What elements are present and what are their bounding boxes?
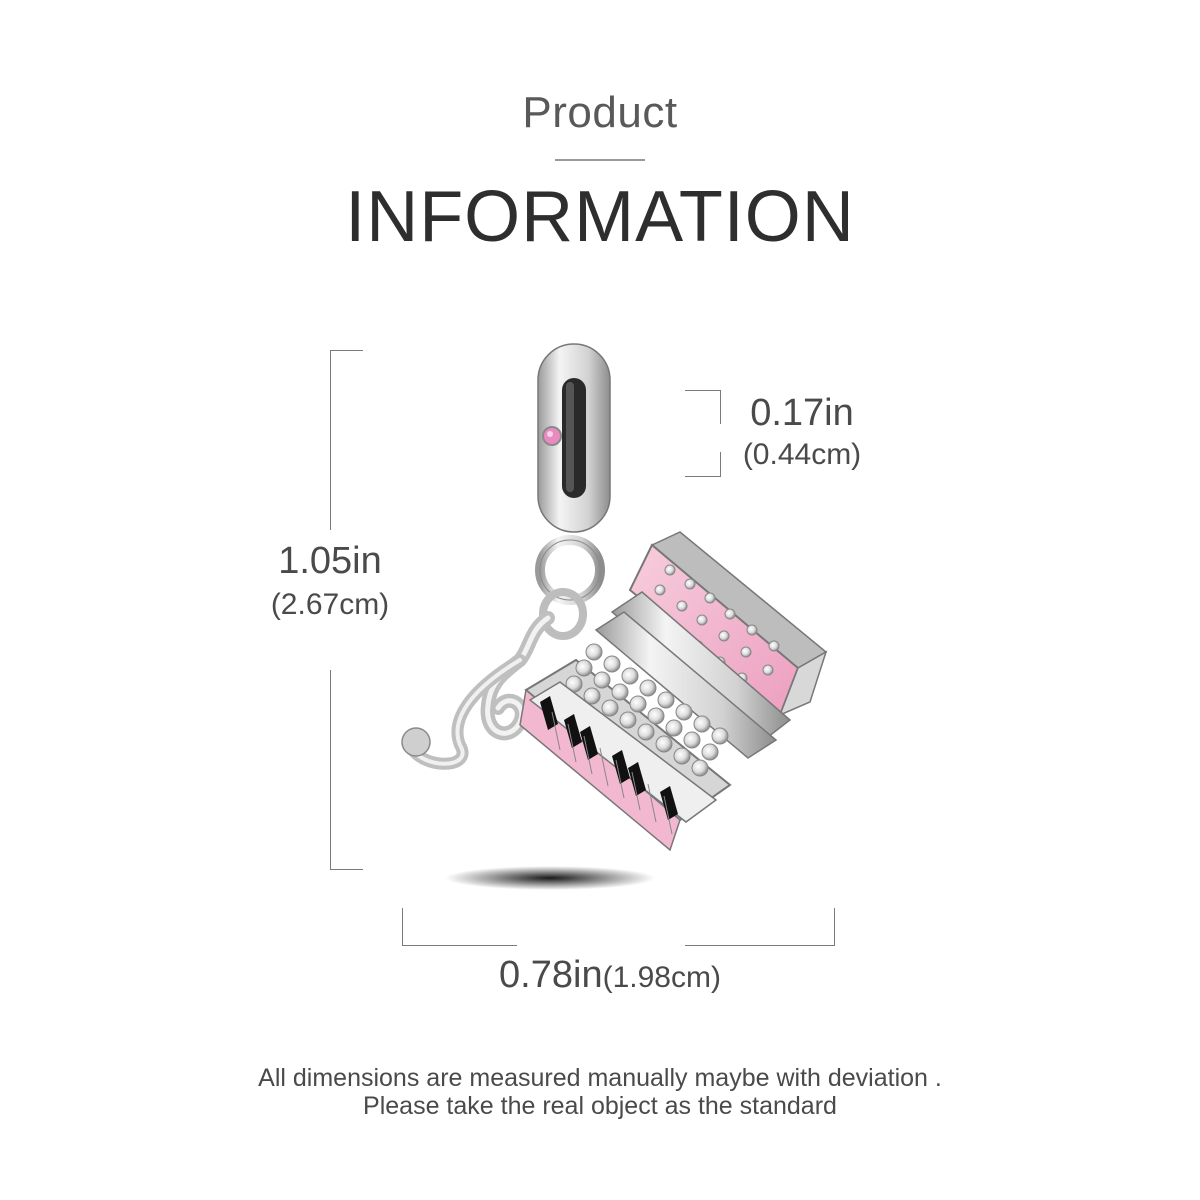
bail — [537, 343, 611, 533]
height-bracket-bottom — [330, 869, 363, 870]
title-divider — [555, 159, 645, 161]
height-bracket-upper-line — [330, 350, 331, 530]
bail-inches: 0.17in — [750, 392, 854, 434]
product-image — [380, 330, 860, 900]
footer-line-1: All dimensions are measured manually may… — [258, 1064, 942, 1092]
title-product: Product — [522, 88, 678, 137]
height-cm: (2.67cm) — [270, 588, 390, 621]
width-cm: (1.98cm) — [602, 961, 721, 994]
height-bracket-top — [330, 350, 363, 351]
bail-bracket-bottom — [685, 476, 721, 477]
accordion-charm-illustration — [401, 343, 828, 890]
accordion-charm — [519, 531, 828, 852]
bail-bracket-top — [685, 390, 721, 391]
white-key-lines — [551, 711, 673, 835]
bail-cm: (0.44cm) — [742, 438, 862, 471]
width-bracket-left-line — [402, 945, 517, 946]
crystal-rows — [565, 643, 729, 777]
title-information: INFORMATION — [345, 177, 855, 257]
height-inches: 1.05in — [278, 540, 382, 582]
width-bracket-right — [834, 908, 835, 946]
width-bracket-right-line — [685, 945, 835, 946]
treble-clef-charm — [401, 611, 555, 770]
width-inches: 0.78in — [499, 954, 603, 996]
width-bracket-left — [402, 908, 403, 946]
width-label: 0.78in(1.98cm) — [400, 954, 820, 997]
bail-bracket-vertical-bottom — [720, 452, 721, 477]
bail-bracket-vertical-top — [720, 390, 721, 424]
footer-note: All dimensions are measured manually may… — [0, 1064, 1200, 1120]
footer-line-2: Please take the real object as the stand… — [363, 1092, 837, 1120]
product-shadow — [445, 866, 655, 890]
height-bracket-lower-line — [330, 670, 331, 870]
